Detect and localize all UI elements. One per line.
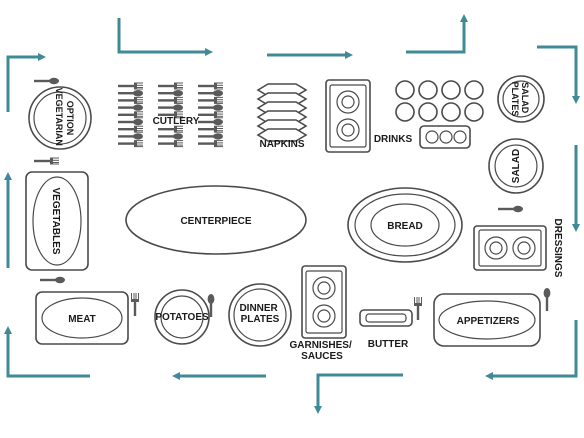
napkins-station — [256, 83, 308, 142]
garnishes-sauces-label: GARNISHES/ SAUCES — [289, 340, 354, 362]
spoon-icon — [40, 276, 65, 284]
vegetarian-option-label: VEGETARIAN OPTION — [54, 88, 75, 149]
salad-bowl — [488, 138, 544, 194]
salad-station: SALAD — [488, 138, 544, 194]
flow-arrow-right-upper — [537, 45, 580, 104]
glass — [418, 80, 438, 100]
glass — [441, 80, 461, 100]
spoon-icon — [34, 77, 59, 85]
salad-plates-label: SALAD PLATES — [510, 82, 530, 117]
bread-platter — [347, 187, 463, 263]
dinner-plates-stack — [228, 283, 292, 347]
fork-icon — [118, 96, 143, 104]
fork-icon — [118, 125, 143, 133]
butter-station: BUTTER — [359, 309, 413, 350]
flow-arrow-top-right — [406, 14, 468, 54]
bread-label: BREAD — [387, 221, 423, 232]
appetizers-station: APPETIZERS — [414, 288, 551, 347]
dressings-tray — [473, 225, 547, 271]
flow-arrow-bottom-left — [4, 326, 90, 378]
drinks-dispenser — [325, 79, 371, 153]
centerpiece-label: CENTERPIECE — [180, 216, 251, 227]
fork-icon — [118, 140, 143, 148]
drinks-label: DRINKS — [374, 134, 413, 145]
fork-icon — [414, 297, 422, 320]
drink-glasses — [395, 80, 484, 122]
dinner-plates-label: DINNER PLATES — [239, 303, 280, 325]
fork-icon — [198, 96, 223, 104]
glass — [464, 102, 484, 122]
meat-label: MEAT — [68, 314, 96, 325]
salad-plates-plate — [497, 75, 545, 123]
vegetables-label: VEGETABLES — [50, 187, 61, 254]
meat-platter — [35, 291, 129, 345]
fork-icon — [34, 157, 59, 165]
glass — [464, 80, 484, 100]
appetizers-label: APPETIZERS — [457, 316, 520, 327]
spoon-icon — [118, 104, 143, 111]
potatoes-bowl — [154, 289, 210, 345]
glass — [441, 102, 461, 122]
napkin — [256, 128, 308, 142]
flow-arrow-top-left — [117, 18, 213, 56]
glass-tray — [419, 125, 471, 149]
garnishes-sauces-station: GARNISHES/ SAUCES — [289, 265, 354, 362]
spoon-icon — [198, 118, 223, 126]
fork-icon — [131, 293, 139, 316]
fork-icon — [198, 140, 223, 148]
butter-label: BUTTER — [368, 339, 409, 350]
fork-icon — [118, 82, 143, 90]
glass — [395, 80, 415, 100]
cutlery-label: CUTLERY — [153, 116, 200, 127]
spoon-icon — [158, 133, 183, 140]
vegetarian-option-plate — [28, 86, 92, 150]
salad-plates-station: SALAD PLATES — [497, 75, 545, 123]
spoon-icon — [198, 104, 223, 111]
dressings-label: DRESSINGS — [552, 219, 563, 278]
napkins-label: NAPKINS — [259, 139, 304, 150]
fork-icon — [158, 96, 183, 104]
fork-icon — [158, 140, 183, 148]
centerpiece-dish — [125, 185, 307, 255]
butter-dish — [359, 309, 413, 327]
spoon-icon — [198, 90, 223, 97]
flow-arrow-left-upper — [6, 53, 46, 112]
bread-station: BREAD — [347, 187, 463, 263]
spoon-icon — [543, 288, 551, 311]
vegetables-dish — [25, 171, 89, 271]
flow-arrow-bottom-right — [485, 320, 578, 380]
salad-label: SALAD — [511, 149, 522, 183]
dinner-plates-station: DINNER PLATES — [228, 283, 292, 347]
fork-icon — [198, 82, 223, 90]
spoon-icon — [198, 133, 223, 140]
glass — [418, 102, 438, 122]
garnishes-sauces-tray — [301, 265, 347, 339]
appetizers-platter — [433, 293, 541, 347]
spoon-icon — [118, 90, 143, 97]
spoon-icon — [118, 133, 143, 140]
fork-icon — [118, 111, 143, 119]
spoon-icon — [498, 205, 523, 213]
dressings-station: DRESSINGS — [473, 205, 563, 278]
flow-arrows — [4, 14, 580, 414]
spoon-icon — [158, 104, 183, 111]
spoon-icon — [118, 118, 143, 126]
potatoes-station: POTATOES — [154, 289, 215, 345]
fork-icon — [158, 82, 183, 90]
meat-station: MEAT — [35, 276, 139, 345]
cutlery-station — [118, 82, 223, 148]
fork-icon — [198, 125, 223, 133]
centerpiece-station: CENTERPIECE — [125, 185, 307, 255]
glass — [395, 102, 415, 122]
drinks-station — [325, 79, 484, 153]
vegetarian-option-station: VEGETARIAN OPTION — [28, 77, 92, 165]
fork-icon — [198, 111, 223, 119]
potatoes-label: POTATOES — [155, 312, 209, 323]
vegetables-station: VEGETABLES — [25, 171, 89, 271]
spoon-icon — [158, 90, 183, 97]
flow-arrow-bottom-middle — [314, 373, 403, 414]
